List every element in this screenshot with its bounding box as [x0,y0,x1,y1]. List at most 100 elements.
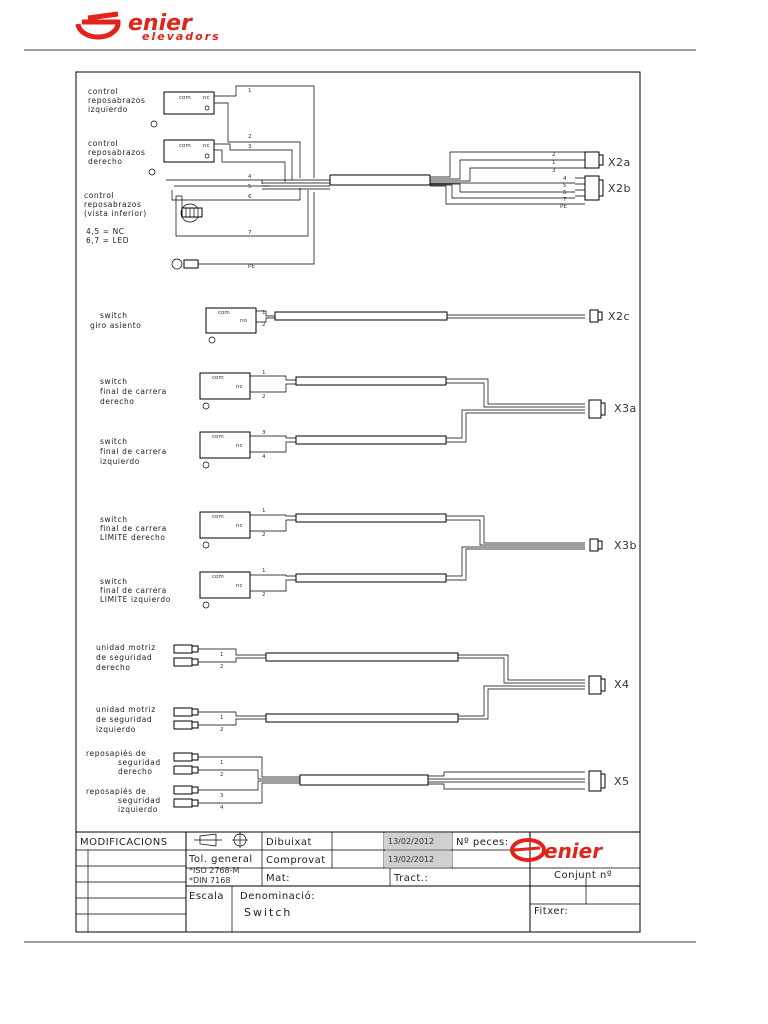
seat-rotation-cable [274,311,448,321]
screw-icon [208,336,216,344]
limit-right-cable [295,376,447,386]
armrest-legend: 4,5 = NC 6,7 = LED [86,227,129,245]
limit-end-left-label: switch final de carrera LIMITE izquierdo [100,577,171,604]
svg-text:4: 4 [248,174,252,180]
svg-text:X3b: X3b [614,539,637,552]
drawn-date: 13/02/2012 [388,837,434,846]
armrest-left-switch: com nc [150,91,215,128]
logo-e-symbol [75,11,121,40]
armrest-bottom-label: control reposabrazos (vista inferior) [84,191,147,218]
armrest-bottom-connector [180,203,203,223]
svg-text:4: 4 [563,176,567,182]
logo-subtitle: elevadors [142,30,221,43]
svg-text:nc: nc [203,143,210,149]
svg-text:com: com [212,375,224,381]
svg-text:X4: X4 [614,678,630,691]
footrest-group: reposapiés de seguridad derecho reposapi… [86,749,629,814]
svg-text:X2c: X2c [608,310,630,323]
title-block-logo: enier [510,838,603,863]
title-block-logo-text: enier [544,839,603,863]
safety-drive-group: unidad motriz de seguridad derecho unida… [96,643,630,734]
drawn-label: Dibuixat [266,837,312,848]
svg-text:com: com [218,310,230,316]
svg-text:1: 1 [262,568,266,574]
name-label: Denominació: [240,890,315,902]
svg-text:2: 2 [248,134,252,140]
svg-text:2: 2 [552,152,556,158]
footrest-right-label: reposapiés de seguridad derecho [86,749,164,776]
crosshair-icon [232,832,248,848]
treatment-label: Tract.: [393,873,428,884]
svg-text:1: 1 [262,508,266,514]
svg-text:X2b: X2b [608,182,631,195]
footrest-cable [299,774,429,786]
limit-left-label: switch final de carrera izquierdo [100,437,170,466]
limit-switch-group: switch final de carrera derecho switch f… [100,370,636,469]
svg-text:6: 6 [248,194,252,200]
svg-text:1: 1 [262,370,266,376]
safety-drive-right-terminals [173,644,199,667]
svg-text:2: 2 [220,772,224,778]
armrest-group: control reposabrazos izquierdo control r… [84,85,631,270]
set-number-label: Conjunt nº [554,870,612,881]
limit-end-left-cable [295,573,447,583]
svg-text:nc: nc [236,583,243,589]
company-logo: enier elevadors [75,11,221,43]
iso-standard: *ISO 2768-M [189,866,240,875]
safety-drive-left-terminals [173,707,199,730]
svg-text:1: 1 [220,760,224,766]
limit-end-right-switch: com nc [199,511,251,549]
svg-text:7: 7 [248,230,252,236]
svg-text:PE: PE [560,204,567,210]
svg-text:3: 3 [262,430,266,436]
svg-text:nc: nc [236,523,243,529]
svg-text:5: 5 [563,183,567,189]
svg-text:3: 3 [248,144,252,150]
svg-text:2: 2 [220,727,224,733]
file-label: Fitxer: [534,906,568,917]
svg-text:2: 2 [262,394,266,400]
screw-icon [202,601,210,609]
connector-x3b: X3b [589,538,637,552]
connector-x3a: X3a [588,399,636,419]
seat-rotation-label: switch giro asiento [90,311,141,330]
svg-text:1: 1 [220,652,224,658]
projection-symbol-icon [194,833,222,847]
svg-text:5: 5 [248,184,252,190]
footrest-left-terminals [173,785,199,808]
tolerance-label: Tol. general [188,854,253,865]
checked-date: 13/02/2012 [388,855,434,864]
svg-text:1: 1 [552,160,556,166]
screw-icon [150,120,158,128]
svg-text:3: 3 [220,793,224,799]
modifications-header: MODIFICACIONS [80,837,168,848]
title-block: MODIFICACIONS Dibuixat 13/02/2012 Compro… [75,831,641,933]
footrest-right-terminals [173,752,199,775]
svg-text:com: com [212,434,224,440]
limit-left-switch: com nc [199,431,251,469]
pieces-label: Nº peces: [456,837,509,848]
limit-left-cable [295,435,447,445]
svg-text:7: 7 [563,197,567,203]
checked-label: Comprovat [266,855,326,866]
svg-text:1: 1 [262,310,266,316]
svg-text:2: 2 [220,664,224,670]
svg-text:X2a: X2a [608,156,631,169]
footrest-left-label: reposapiés de seguridad izquierdo [86,787,164,814]
svg-text:nc: nc [236,384,243,390]
limit-right-label: switch final de carrera derecho [100,377,170,406]
screw-icon [202,402,210,410]
armrest-right-switch: com nc [148,139,215,176]
limit-end-switch-group: switch final de carrera LIMITE derecho s… [100,508,637,609]
svg-text:2: 2 [262,322,266,328]
screw-icon [202,541,210,549]
safety-drive-right-label: unidad motriz de seguridad derecho [96,643,159,672]
limit-end-right-label: switch final de carrera LIMITE derecho [100,515,170,542]
safety-drive-right-cable [265,652,459,662]
svg-text:nc: nc [203,95,210,101]
safety-drive-left-label: unidad motriz de seguridad izquierdo [96,705,159,734]
material-label: Mat: [266,873,290,884]
seat-rotation-switch: com no [205,307,257,344]
svg-text:3: 3 [552,168,556,174]
